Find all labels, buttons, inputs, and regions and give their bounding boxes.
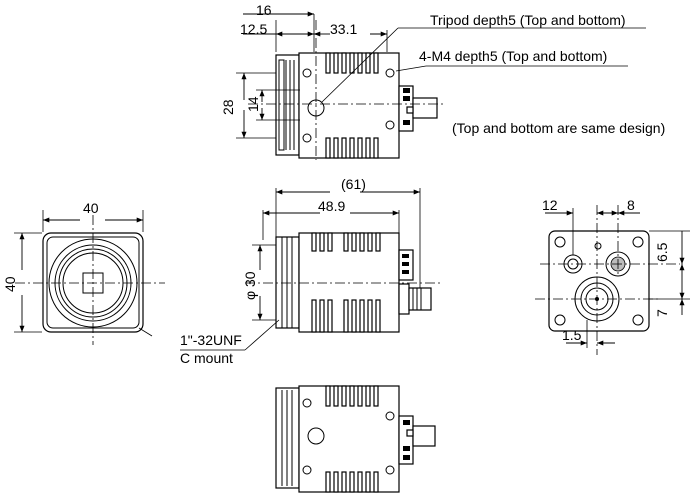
dim-rear-1-5: 1.5 bbox=[562, 327, 582, 343]
side-view: (61) 48.9 bbox=[180, 176, 440, 366]
note-unf: 1"-32UNF bbox=[180, 332, 242, 348]
bottom-view-fins bbox=[325, 385, 379, 493]
dim-rear-12: 12 bbox=[542, 197, 558, 213]
dim-rear-6-5: 6.5 bbox=[654, 242, 670, 262]
top-view-fins bbox=[325, 52, 379, 159]
note-cmount: C mount bbox=[180, 350, 233, 366]
top-view: 16 12.5 33.1 bbox=[220, 2, 665, 160]
dim-top-28: 28 bbox=[220, 99, 236, 115]
dim-top-12-5: 12.5 bbox=[240, 21, 267, 37]
dim-rear-8: 8 bbox=[627, 197, 635, 213]
dim-front-40-width: 40 bbox=[83, 200, 99, 216]
dim-top-33-1: 33.1 bbox=[330, 21, 357, 37]
dim-front-40-height: 40 bbox=[2, 276, 18, 292]
note-same-design: (Top and bottom are same design) bbox=[452, 120, 665, 136]
dim-side-48-9: 48.9 bbox=[318, 198, 345, 214]
side-view-fins bbox=[311, 232, 381, 333]
bottom-view bbox=[275, 385, 436, 493]
note-m4: 4-M4 depth5 (Top and bottom) bbox=[419, 48, 607, 64]
dim-side-61: (61) bbox=[341, 176, 366, 192]
note-tripod: Tripod depth5 (Top and bottom) bbox=[430, 12, 626, 28]
front-view: 40 40 bbox=[2, 200, 165, 345]
dim-side-phi30: φ 30 bbox=[242, 271, 258, 300]
dim-top-16: 16 bbox=[256, 2, 272, 18]
dim-rear-7: 7 bbox=[654, 309, 670, 317]
rear-view: 12 8 6.5 7 1.5 bbox=[535, 197, 690, 355]
dim-top-14: 14 bbox=[245, 96, 261, 112]
